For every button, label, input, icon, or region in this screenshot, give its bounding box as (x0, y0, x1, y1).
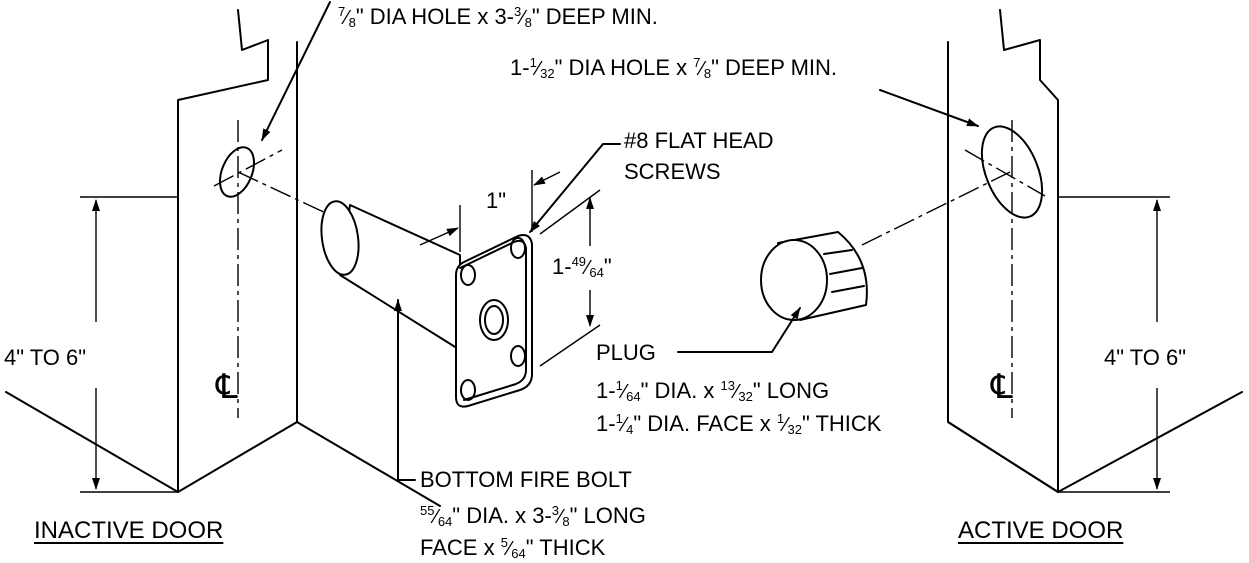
plug-spec-line2: 1-1⁄4" DIA. FACE x 1⁄32" THICK (596, 411, 882, 437)
inactive-hole-frac-2: 3⁄8 (514, 4, 532, 30)
plug-axis-line (861, 171, 1011, 246)
right-dimension-label: 4" TO 6" (1104, 345, 1187, 370)
screws-leader (529, 143, 621, 233)
active-hole-leader (879, 89, 979, 127)
screw-hole-top-left (460, 264, 476, 286)
inactive-door-drawing (5, 1, 441, 507)
fire-bolt-drawing (237, 143, 621, 481)
plug-spec2-frac-1: 1-1⁄4 (596, 411, 634, 437)
bolt-center-hole-inner (484, 305, 504, 335)
bolt-leader (394, 299, 416, 481)
active-door-outline (947, 9, 1059, 493)
height-dim-ext-bottom (539, 324, 601, 367)
inactive-door-label: INACTIVE DOOR (34, 517, 224, 544)
plug-face (760, 239, 828, 321)
bolt-spec2-frac-1: 5⁄64 (500, 535, 526, 561)
active-door-floor-line (1057, 391, 1243, 493)
bolt-spec1-frac-1: 55⁄64 (420, 503, 453, 529)
screw-hole-top-right (510, 237, 526, 259)
active-door-hole (980, 125, 1044, 219)
active-door-drawing (879, 9, 1243, 493)
plug-spec-line1: 1-1⁄64" DIA. x 13⁄32" LONG (596, 378, 830, 404)
plug-spec2-frac-2: 1⁄32 (776, 411, 802, 437)
active-hole-label: 1-1⁄32" DIA HOLE x 7⁄8" DEEP MIN. (510, 55, 838, 81)
plug-rib-1 (823, 249, 853, 255)
inactive-door-floor-line (5, 391, 179, 493)
active-door-hole-crossline (964, 149, 1046, 197)
active-door-centerline-symbol: ℄ (991, 367, 1013, 407)
height-dimension-frac: 1-49⁄64 (552, 254, 604, 280)
active-hole-frac-2: 7⁄8 (693, 55, 712, 81)
screws-label-line1: #8 FLAT HEAD (624, 128, 774, 153)
inactive-door-hole (219, 146, 255, 198)
active-door-label: ACTIVE DOOR (958, 517, 1124, 544)
bolt-end-face (320, 200, 360, 276)
plug-rib-2 (829, 267, 863, 275)
plug-drawing (677, 171, 1011, 353)
plug-leader (677, 307, 801, 353)
inactive-door-threshold-line (296, 421, 441, 507)
width-dim-arrow-right (533, 171, 561, 186)
bolt-face-plate-inner (459, 239, 527, 401)
inactive-hole-label: 7⁄8" DIA HOLE x 3-3⁄8" DEEP MIN. (338, 4, 658, 30)
bolt-spec1-frac-2: 3⁄8 (551, 503, 570, 529)
inactive-door-outline (177, 9, 298, 493)
height-dim-ext-top (539, 189, 601, 235)
active-door-bottom-edge (947, 421, 1059, 493)
bolt-title: BOTTOM FIRE BOLT (420, 467, 632, 492)
bolt-cylinder (339, 204, 461, 351)
left-dimension-label: 4" TO 6" (4, 345, 87, 370)
bolt-center-hole (479, 299, 509, 341)
bolt-spec-line1: 55⁄64" DIA. x 3-3⁄8" LONG (420, 503, 646, 529)
active-hole-frac-1: 1-1⁄32 (510, 55, 555, 81)
screw-hole-bottom-left (460, 379, 476, 401)
inactive-door-centerline-symbol: ℄ (216, 367, 238, 407)
height-dimension-label: 1-49⁄64" (552, 254, 612, 280)
screws-label-line2: SCREWS (624, 159, 721, 184)
plug-title: PLUG (596, 340, 656, 365)
width-dim-arrow-left (419, 227, 459, 246)
inactive-hole-leader (261, 1, 331, 141)
plug-spec1-frac-1: 1-1⁄64 (596, 378, 641, 404)
width-dimension-label: 1" (486, 188, 507, 213)
screw-hole-bottom-right (510, 345, 526, 367)
bolt-axis-line (237, 171, 331, 216)
plug-rib-3 (831, 285, 865, 293)
plug-spec1-frac-2: 13⁄32 (720, 378, 753, 404)
bolt-spec-line2: FACE x 5⁄64" THICK (420, 535, 606, 561)
inactive-hole-frac-1: 7⁄8 (338, 4, 356, 30)
inactive-door-hole-crossline (213, 149, 283, 187)
